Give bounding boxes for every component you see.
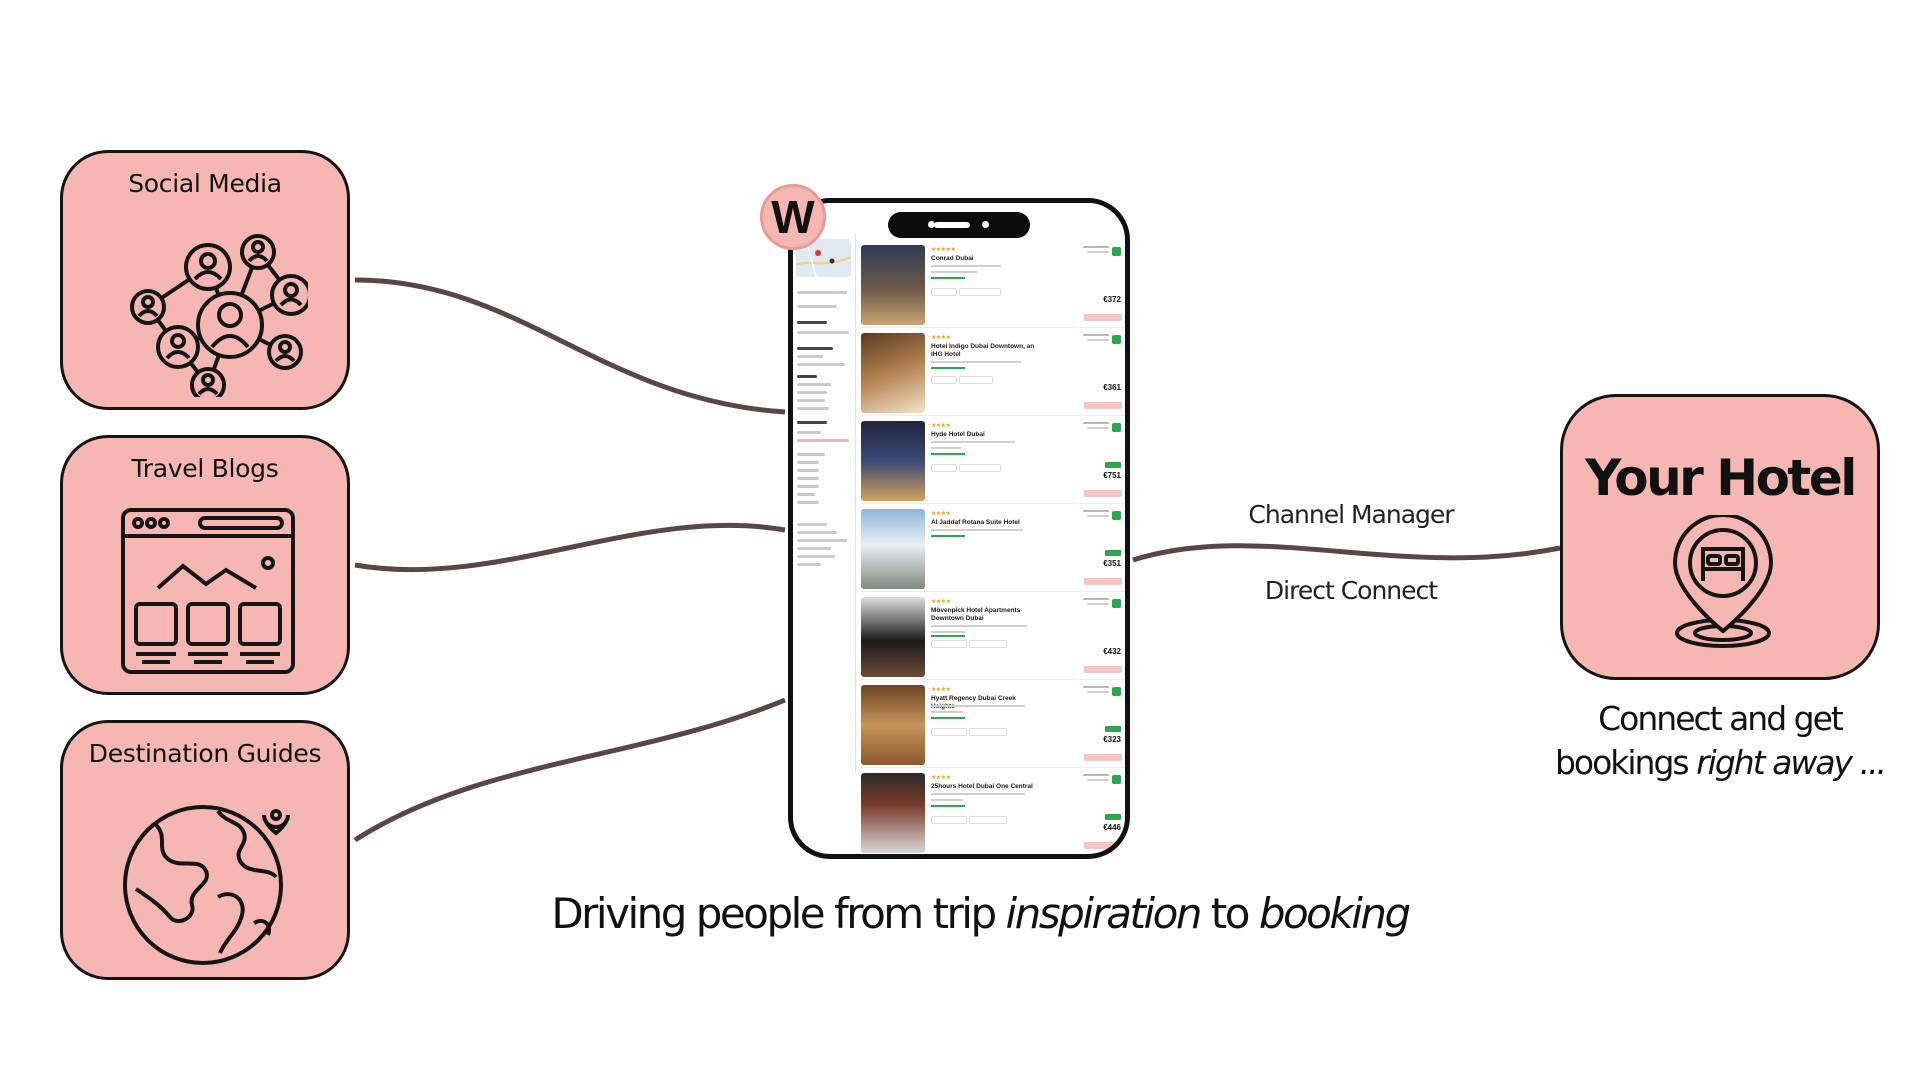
see-availability-button[interactable]	[1084, 402, 1122, 409]
hotel-listing[interactable]: ★★★★ Hyatt Regency Dubai Creek Heights €…	[861, 683, 1125, 768]
tagline-line2-emphasis: right away ...	[1696, 743, 1887, 782]
your-hotel-card: Your Hotel	[1560, 394, 1880, 680]
deal-badge	[1105, 726, 1121, 732]
phone-notch	[888, 212, 1030, 238]
hotel-stars: ★★★★	[931, 687, 951, 693]
hotel-listing[interactable]: ★★★★ Al Jaddaf Rotana Suite Hotel €351	[861, 507, 1125, 592]
hotel-stars: ★★★★★	[931, 247, 956, 253]
source-card-destination-guides: Destination Guides	[60, 720, 350, 980]
browser-window-icon	[121, 508, 295, 674]
tagline-line2-plain: bookings	[1554, 743, 1697, 782]
source-title-destination-guides: Destination Guides	[88, 739, 322, 768]
hotel-photo	[861, 597, 925, 677]
hotel-name[interactable]: 25hours Hotel Dubai One Central	[931, 783, 1033, 790]
see-availability-button[interactable]	[1084, 578, 1122, 585]
rating-badge	[1112, 511, 1121, 520]
hotel-listing[interactable]: ★★★★ 25hours Hotel Dubai One Central €44…	[861, 771, 1125, 854]
map-thumbnail[interactable]	[796, 239, 851, 277]
tagline-line2: bookings right away ...	[1545, 741, 1895, 785]
tagline-line1: Connect and get	[1598, 699, 1844, 738]
hotel-price: €323	[1103, 735, 1121, 744]
hotel-price: €751	[1103, 471, 1121, 480]
hotel-name[interactable]: Mövenpick Hotel Apartments Downtown Duba…	[931, 607, 1021, 622]
hotel-listing[interactable]: ★★★★ Hotel Indigo Dubai Downtown, an IHG…	[861, 331, 1125, 416]
rating-badge	[1112, 335, 1121, 344]
hotel-stars: ★★★★	[931, 599, 951, 605]
see-availability-button[interactable]	[1084, 314, 1122, 321]
hotel-price: €361	[1103, 383, 1121, 392]
hotel-listing[interactable]: ★★★★ Hyde Hotel Dubai €751	[861, 419, 1125, 504]
hotel-name[interactable]: Hyde Hotel Dubai	[931, 431, 985, 438]
hotel-stars: ★★★★	[931, 423, 951, 429]
globe-icon	[123, 805, 290, 965]
connector-destination-guides	[353, 697, 786, 843]
rating-badge	[1112, 775, 1121, 784]
hotel-name[interactable]: Al Jaddaf Rotana Suite Hotel	[931, 519, 1020, 526]
phone-mockup: ★★★★★ Conrad Dubai €372 ★★★★ Hotel Indig…	[788, 198, 1130, 859]
source-title-travel-blogs: Travel Blogs	[131, 454, 279, 483]
hotel-stars: ★★★★	[931, 511, 951, 517]
hotel-name[interactable]: Hotel Indigo Dubai Downtown, an IHG Hote…	[931, 343, 1035, 358]
see-availability-button[interactable]	[1084, 666, 1122, 673]
caption-booking: booking	[1258, 889, 1411, 938]
rating-badge	[1112, 247, 1121, 256]
rating-badge	[1112, 599, 1121, 608]
tagline: Connect and get bookings right away ...	[1545, 697, 1895, 785]
social-network-icon	[130, 234, 308, 397]
deal-badge	[1105, 462, 1121, 468]
hotel-photo	[861, 245, 925, 325]
see-availability-button[interactable]	[1084, 754, 1122, 761]
hotel-photo	[861, 509, 925, 589]
see-availability-button[interactable]	[1084, 490, 1122, 497]
deal-badge	[1105, 814, 1121, 820]
connector-social-media	[354, 277, 786, 415]
rating-badge	[1112, 423, 1121, 432]
hotel-listing[interactable]: ★★★★★ Conrad Dubai €372	[861, 243, 1125, 328]
hotel-location-pin-icon	[1672, 515, 1774, 648]
caption-part2: to	[1199, 889, 1259, 938]
source-card-social-media: Social Media	[60, 150, 350, 410]
connector-hotel	[1132, 543, 1561, 563]
hotel-photo	[861, 685, 925, 765]
w-logo-badge: W	[760, 184, 826, 250]
hotel-price: €372	[1103, 295, 1121, 304]
hotel-photo	[861, 333, 925, 413]
caption-part1: Driving people from trip	[551, 889, 1006, 938]
hotel-price: €446	[1103, 823, 1121, 832]
hotel-price: €351	[1103, 559, 1121, 568]
hotel-stars: ★★★★	[931, 335, 951, 341]
deal-badge	[1105, 550, 1121, 556]
hotel-stars: ★★★★	[931, 775, 951, 781]
source-title-social-media: Social Media	[128, 169, 282, 198]
source-card-travel-blogs: Travel Blogs	[60, 435, 350, 695]
hotel-photo	[861, 773, 925, 853]
rating-badge	[1112, 687, 1121, 696]
channel-manager-label: Channel Manager	[1248, 500, 1454, 529]
hotel-name[interactable]: Conrad Dubai	[931, 255, 974, 262]
hotel-photo	[861, 421, 925, 501]
your-hotel-title: Your Hotel	[1585, 449, 1857, 507]
direct-connect-label: Direct Connect	[1264, 576, 1438, 605]
main-caption: Driving people from trip inspiration to …	[520, 889, 1440, 938]
see-availability-button[interactable]	[1084, 842, 1122, 849]
hotel-listing[interactable]: ★★★★ Mövenpick Hotel Apartments Downtown…	[861, 595, 1125, 680]
caption-inspiration: inspiration	[1005, 889, 1202, 938]
hotel-price: €432	[1103, 647, 1121, 656]
filter-sidebar	[793, 233, 856, 773]
connector-travel-blogs	[354, 522, 786, 573]
hotel-name[interactable]: Hyatt Regency Dubai Creek Heights	[931, 695, 1016, 710]
